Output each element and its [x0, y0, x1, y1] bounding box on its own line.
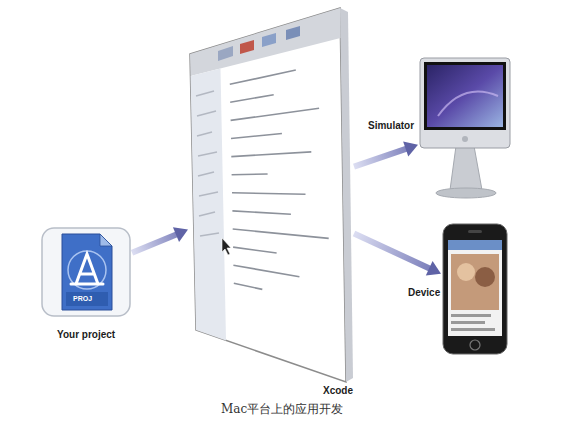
project-file-icon — [40, 226, 132, 318]
arrow-shaft — [354, 149, 407, 167]
arrow-head — [403, 141, 418, 156]
arrow-shaft — [354, 233, 430, 268]
xcode-window: Xcode — [188, 6, 366, 404]
xcode-screenshot — [188, 6, 354, 384]
node-label: Device — [406, 287, 442, 299]
imac-illustration — [418, 56, 513, 201]
iphone-illustration — [441, 222, 511, 358]
arrow-head — [173, 227, 188, 242]
node-label: Simulator — [366, 120, 416, 132]
node-label: Your project — [55, 329, 117, 341]
flow-arrow — [132, 227, 188, 253]
file-type-tag: PROJ — [73, 294, 92, 303]
node-label: Xcode — [321, 385, 355, 397]
caption: Mac平台上的应用开发 — [221, 402, 343, 417]
flow-arrow — [354, 141, 418, 166]
project-icon: Your project — [40, 226, 132, 346]
simulator-node: Simulator — [366, 56, 516, 206]
arrow-head — [426, 261, 441, 276]
device-node: Device — [404, 222, 520, 362]
arrow-shaft — [132, 234, 177, 253]
flow-arrow — [354, 233, 441, 275]
